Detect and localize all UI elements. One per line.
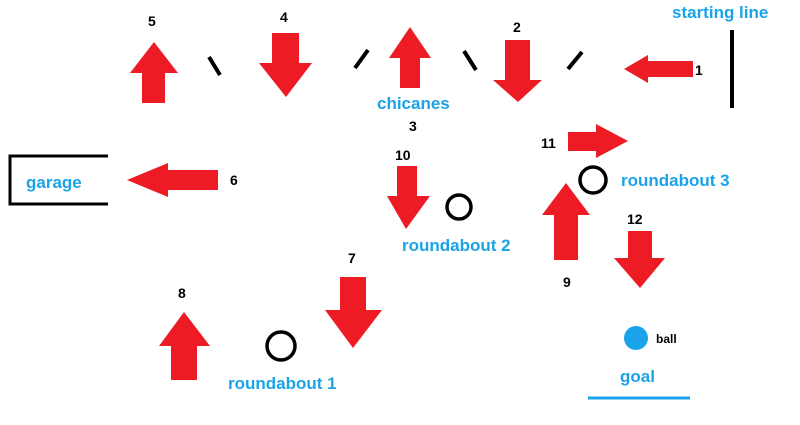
arrow-11 [568,124,628,158]
step-number-12: 12 [627,211,643,227]
garage-box [8,154,108,206]
label-chicanes: chicanes [377,94,450,113]
step-number-9: 9 [563,274,571,290]
arrow-4 [259,33,312,97]
arrow-12 [614,231,665,288]
roundabout-1-circle [265,330,297,362]
chicane-gate-2 [353,48,370,70]
roundabout-2-circle [445,193,473,221]
arrow-5 [130,42,178,103]
chicane-gate-1 [207,55,222,77]
step-number-2: 2 [513,19,521,35]
arrow-9 [542,183,590,260]
step-number-11: 11 [541,135,556,151]
step-number-7: 7 [348,250,356,266]
step-number-3: 3 [409,118,417,134]
step-number-8: 8 [178,285,186,301]
step-number-4: 4 [280,9,288,25]
arrow-3 [389,27,431,88]
chicane-gate-4 [566,50,584,71]
label-garage: garage [26,173,82,192]
label-roundabout-1: roundabout 1 [228,374,337,393]
label-goal: goal [620,367,655,386]
label-starting-line: starting line [672,3,768,22]
chicane-gate-3 [462,49,478,72]
label-ball: ball [656,332,677,346]
arrow-1 [624,55,693,83]
step-number-6: 6 [230,172,238,188]
step-number-5: 5 [148,13,156,29]
arrow-7 [325,277,382,348]
arrow-10 [387,166,430,229]
arrow-2 [493,40,542,102]
roundabout-3-circle [578,165,608,195]
step-number-1: 1 [695,62,703,78]
label-roundabout-2: roundabout 2 [402,236,511,255]
arrow-8 [159,312,210,380]
label-roundabout-3: roundabout 3 [621,171,730,190]
step-number-10: 10 [395,147,411,163]
arrow-6 [127,163,218,197]
ball-icon [624,326,648,350]
